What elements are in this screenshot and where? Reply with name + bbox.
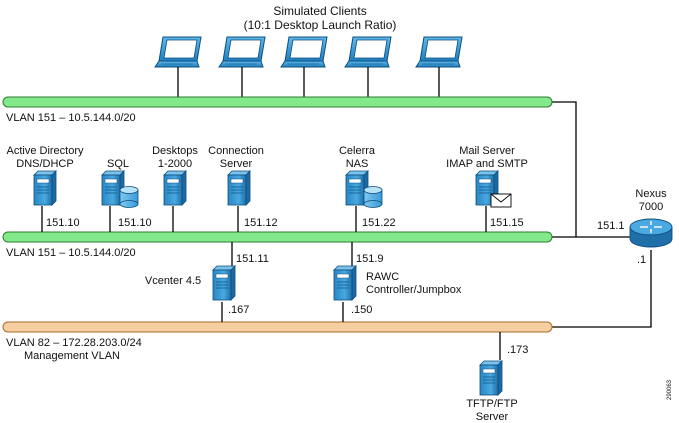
sql-ip: 151.10 <box>118 217 152 229</box>
server-icon <box>227 170 251 206</box>
server-icon <box>212 265 236 301</box>
sql-server: SQL 151.10 <box>101 158 152 229</box>
figure-id: 290063 <box>667 379 673 400</box>
server-icon <box>479 360 503 396</box>
celerra-label-2: NAS <box>346 158 369 170</box>
tftp-ip: .173 <box>507 344 528 356</box>
laptop-icon <box>218 36 266 68</box>
mail-ip: 151.15 <box>490 217 524 229</box>
nexus-router: Nexus 7000 151.1 .1 <box>597 188 673 266</box>
tftp-server: .173 TFTP/FTP Server <box>466 344 528 423</box>
mail-label-2: IMAP and SMTP <box>446 158 528 170</box>
router-icon <box>629 218 673 248</box>
connection-ip: 151.12 <box>244 217 278 229</box>
desktops-server: Desktops 1-2000 <box>152 145 198 206</box>
clients-title: Simulated Clients <box>273 4 366 18</box>
celerra-nas: Celerra NAS 151.22 <box>339 145 396 229</box>
rawc-ip-bottom: .150 <box>351 304 372 316</box>
rawc-label-2: Controller/Jumpbox <box>366 284 462 296</box>
active-directory-server: Active Directory DNS/DHCP 151.10 <box>6 145 84 229</box>
celerra-label-1: Celerra <box>339 145 376 157</box>
rawc-label-1: RAWC <box>366 271 399 283</box>
vlan151-top-label: VLAN 151 – 10.5.144.0/20 <box>6 112 136 124</box>
database-disk-icon <box>119 186 139 208</box>
tftp-label-1: TFTP/FTP <box>466 398 517 410</box>
desktops-label-1: Desktops <box>152 145 198 157</box>
celerra-ip: 151.22 <box>362 217 396 229</box>
mail-server: Mail Server IMAP and SMTP 151.15 <box>446 145 528 229</box>
laptop-icon <box>154 36 202 68</box>
rawc-ip-top: 151.9 <box>356 253 384 265</box>
laptop-icon <box>415 36 463 68</box>
ad-ip: 151.10 <box>46 217 80 229</box>
laptop-links <box>177 67 440 97</box>
vlan82-bus <box>2 321 553 333</box>
storage-disk-icon <box>363 186 383 208</box>
router-ip-bottom: .1 <box>637 254 646 266</box>
clients-subtitle: (10:1 Desktop Launch Ratio) <box>244 18 397 32</box>
ad-label-2: DNS/DHCP <box>16 158 73 170</box>
client-laptop-icons <box>154 36 463 68</box>
connection-server: Connection Server 151.12 <box>208 145 277 229</box>
vlan151-middle-label: VLAN 151 – 10.5.144.0/20 <box>6 247 136 259</box>
sql-label: SQL <box>107 158 129 170</box>
mail-label-1: Mail Server <box>459 145 515 157</box>
envelope-icon <box>490 193 512 208</box>
connection-label-1: Connection <box>208 145 264 157</box>
server-icon <box>333 265 357 301</box>
rawc-controller: 151.9 RAWC Controller/Jumpbox .150 <box>333 253 462 316</box>
vcenter-label: Vcenter 4.5 <box>145 275 201 287</box>
vlan82-sublabel: Management VLAN <box>24 350 120 362</box>
vcenter-server: 151.11 Vcenter 4.5 .167 <box>145 253 269 316</box>
connection-label-2: Server <box>220 158 253 170</box>
tftp-label-2: Server <box>476 411 509 423</box>
router-ip-left: 151.1 <box>597 220 625 232</box>
router-links <box>552 101 652 328</box>
ad-label-1: Active Directory <box>6 145 84 157</box>
vlan82-label: VLAN 82 – 172.28.203.0/24 <box>6 337 142 349</box>
vcenter-ip-bottom: .167 <box>228 304 249 316</box>
vlan151-top-bus <box>2 96 553 108</box>
router-label-2: 7000 <box>639 201 663 213</box>
laptop-icon <box>344 36 392 68</box>
desktops-label-2: 1-2000 <box>158 158 192 170</box>
vcenter-ip-top: 151.11 <box>236 253 269 265</box>
vlan151-middle-bus <box>2 231 553 243</box>
server-icon <box>163 170 187 206</box>
server-links <box>41 206 501 360</box>
laptop-icon <box>280 36 328 68</box>
router-label-1: Nexus <box>635 188 667 200</box>
server-icon <box>33 170 57 206</box>
